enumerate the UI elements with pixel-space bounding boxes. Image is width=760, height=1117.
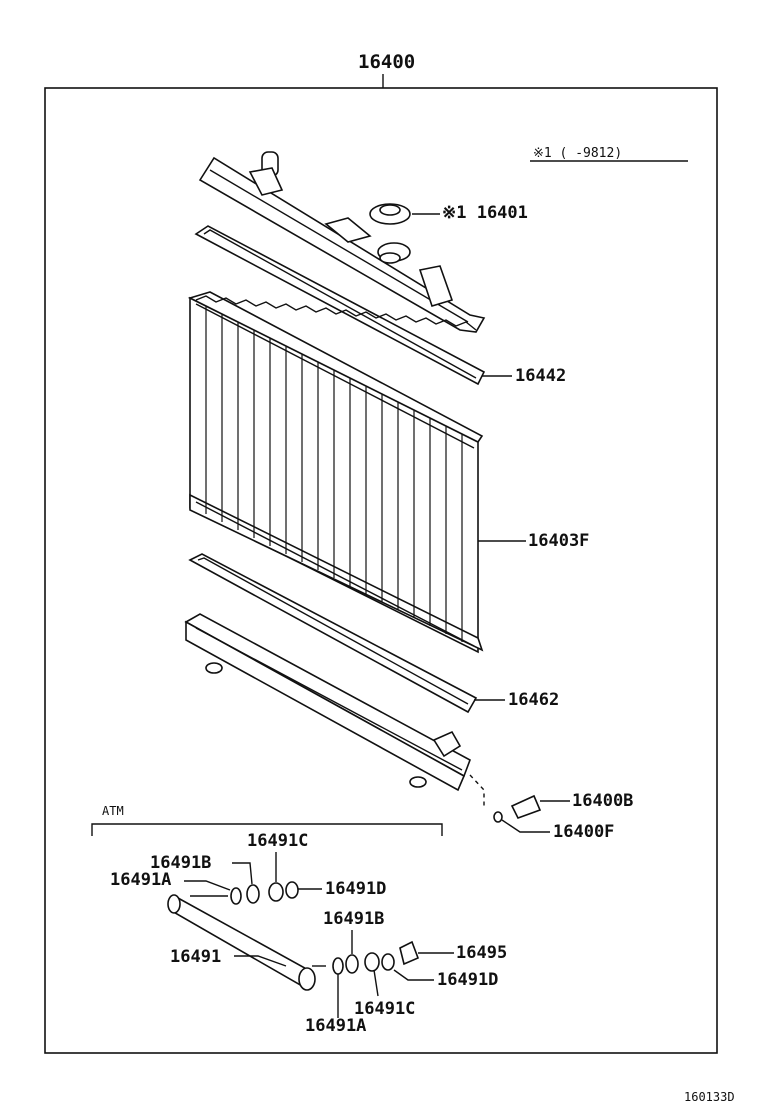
upper-tank [198,151,486,333]
washer-b-lower [345,954,359,974]
callout-16491C-low: 16491C [354,999,415,1019]
oring-lower [332,957,344,975]
washer-c-lower [364,952,380,972]
callout-16491C-top: 16491C [247,831,308,851]
upper-gasket [194,225,486,386]
callout-16491D-top: 16491D [325,879,386,899]
serial-note: ※1 ( -9812) [533,146,622,161]
callout-16462: 16462 [508,690,559,710]
washer-b-upper [246,884,260,904]
assembly-number: 16400 [358,51,415,73]
callout-16491: 16491 [170,947,221,967]
callout-16442: 16442 [515,366,566,386]
oil-cooler-pipe [167,894,326,991]
drain-cock [493,794,542,823]
callout-16401: ※1 16401 [442,203,528,223]
union-bolt [399,940,420,966]
drain-dashed-leader [469,774,485,808]
radiator-core [187,291,484,654]
callout-16403F: 16403F [528,531,589,551]
callout-16491A-low: 16491A [305,1016,366,1036]
lower-tank [184,613,471,792]
section-label-atm: ATM [102,804,124,818]
radiator-cap [369,203,411,225]
callout-16495: 16495 [456,943,507,963]
callout-16400F: 16400F [553,822,614,842]
callout-16491D-low: 16491D [437,970,498,990]
nut-d-upper [285,881,299,899]
oring-upper [230,887,242,905]
assembly-frame [44,87,718,1054]
lower-gasket [188,553,478,714]
callout-16491A-top: 16491A [110,870,171,890]
figure-code: 160133D [684,1090,735,1104]
atm-bracket [91,823,443,836]
callout-16400B: 16400B [572,791,633,811]
nut-d-lower [381,953,395,971]
callout-16491B-low: 16491B [323,909,384,929]
washer-c-upper [268,882,284,902]
callout-16491B-top: 16491B [150,853,211,873]
